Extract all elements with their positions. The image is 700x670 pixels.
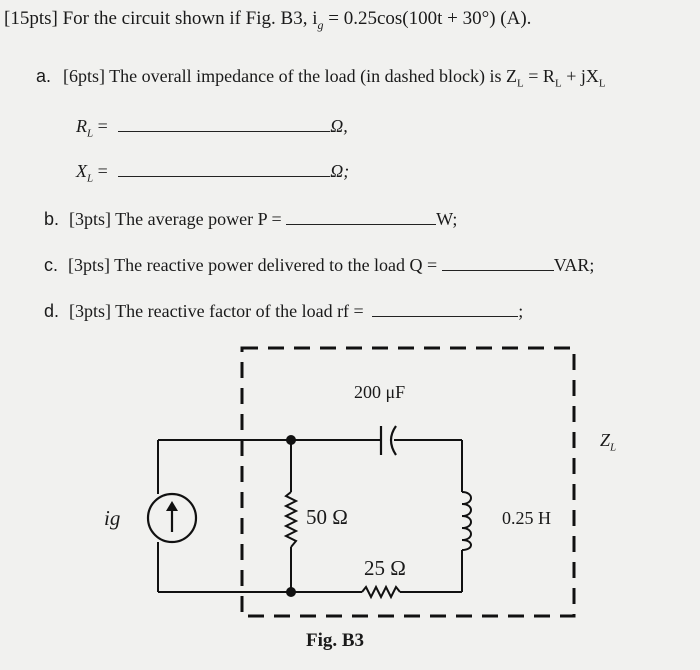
- power-blank[interactable]: [286, 223, 437, 225]
- inductor-symbol: [461, 491, 472, 551]
- part-a-text: [6pts] The overall impedance of the load…: [63, 66, 518, 86]
- part-a-mid: = R: [523, 66, 555, 86]
- part-b-unit: W;: [436, 209, 458, 229]
- load-label-sub: L: [610, 441, 617, 454]
- load-dashed-block: [240, 346, 576, 618]
- part-c-unit: VAR;: [553, 255, 595, 275]
- figure-caption: Fig. B3: [306, 630, 365, 651]
- part-d-label: d.: [44, 301, 60, 321]
- rl-answer-line: RL = Ω,: [76, 116, 348, 140]
- header-expr: = 0.25cos(100t + 30°) (A).: [323, 8, 532, 29]
- load-label-sym: Z: [600, 430, 611, 450]
- xl-sub: L: [87, 172, 94, 185]
- source-arrow-head: [166, 501, 178, 511]
- xl-unit: Ω;: [330, 161, 350, 181]
- xl-eq: =: [93, 161, 108, 181]
- part-b: b. [3pts] The average power P = W;: [44, 209, 457, 230]
- resistor-25-symbol: [361, 584, 401, 600]
- part-a-sub3: L: [598, 77, 606, 90]
- part-d: d. [3pts] The reactive factor of the load…: [44, 301, 523, 322]
- question-header: [15pts] For the circuit shown if Fig. B3…: [4, 8, 531, 33]
- part-c-label: c.: [44, 255, 59, 275]
- xl-blank[interactable]: [118, 175, 331, 177]
- header-sub: g: [317, 17, 324, 32]
- part-c: c. [3pts] The reactive power delivered to…: [44, 255, 594, 276]
- resistor-50-symbol: [283, 491, 299, 548]
- inductor-label: 0.25 H: [502, 508, 551, 528]
- rl-symbol: R: [76, 116, 87, 136]
- rl-sub: L: [87, 127, 94, 140]
- current-source-symbol: [146, 492, 198, 544]
- resistor-25-label: 25 Ω: [364, 556, 406, 580]
- part-a-sub2: L: [554, 77, 562, 90]
- xl-symbol: X: [76, 161, 87, 181]
- resistor-50-label: 50 Ω: [306, 505, 348, 529]
- source-label: ig: [104, 506, 121, 530]
- header-text: [15pts] For the circuit shown if Fig. B3…: [4, 8, 318, 29]
- reactive-factor-blank[interactable]: [372, 315, 519, 317]
- reactive-power-blank[interactable]: [441, 269, 554, 271]
- part-b-text: [3pts] The average power P =: [69, 209, 282, 229]
- part-c-text: [3pts] The reactive power delivered to t…: [68, 255, 438, 275]
- load-impedance-label: ZL: [600, 430, 616, 454]
- rl-eq: =: [93, 116, 108, 136]
- rl-unit: Ω,: [330, 116, 348, 136]
- part-a-sub1: L: [517, 77, 524, 90]
- capacitor-symbol: [379, 425, 397, 456]
- rl-blank[interactable]: [118, 130, 331, 132]
- part-b-label: b.: [44, 209, 60, 229]
- part-a-mid2: + jX: [561, 66, 599, 86]
- part-d-text: [3pts] The reactive factor of the load r…: [69, 301, 364, 321]
- part-a-label: a.: [36, 66, 52, 86]
- junction-bottom: [286, 587, 296, 597]
- junction-top: [286, 435, 296, 445]
- part-d-unit: ;: [518, 301, 524, 321]
- capacitor-label: 200 μF: [354, 382, 406, 402]
- xl-answer-line: XL = Ω;: [76, 161, 349, 185]
- part-a: a. [6pts] The overall impedance of the lo…: [36, 66, 606, 90]
